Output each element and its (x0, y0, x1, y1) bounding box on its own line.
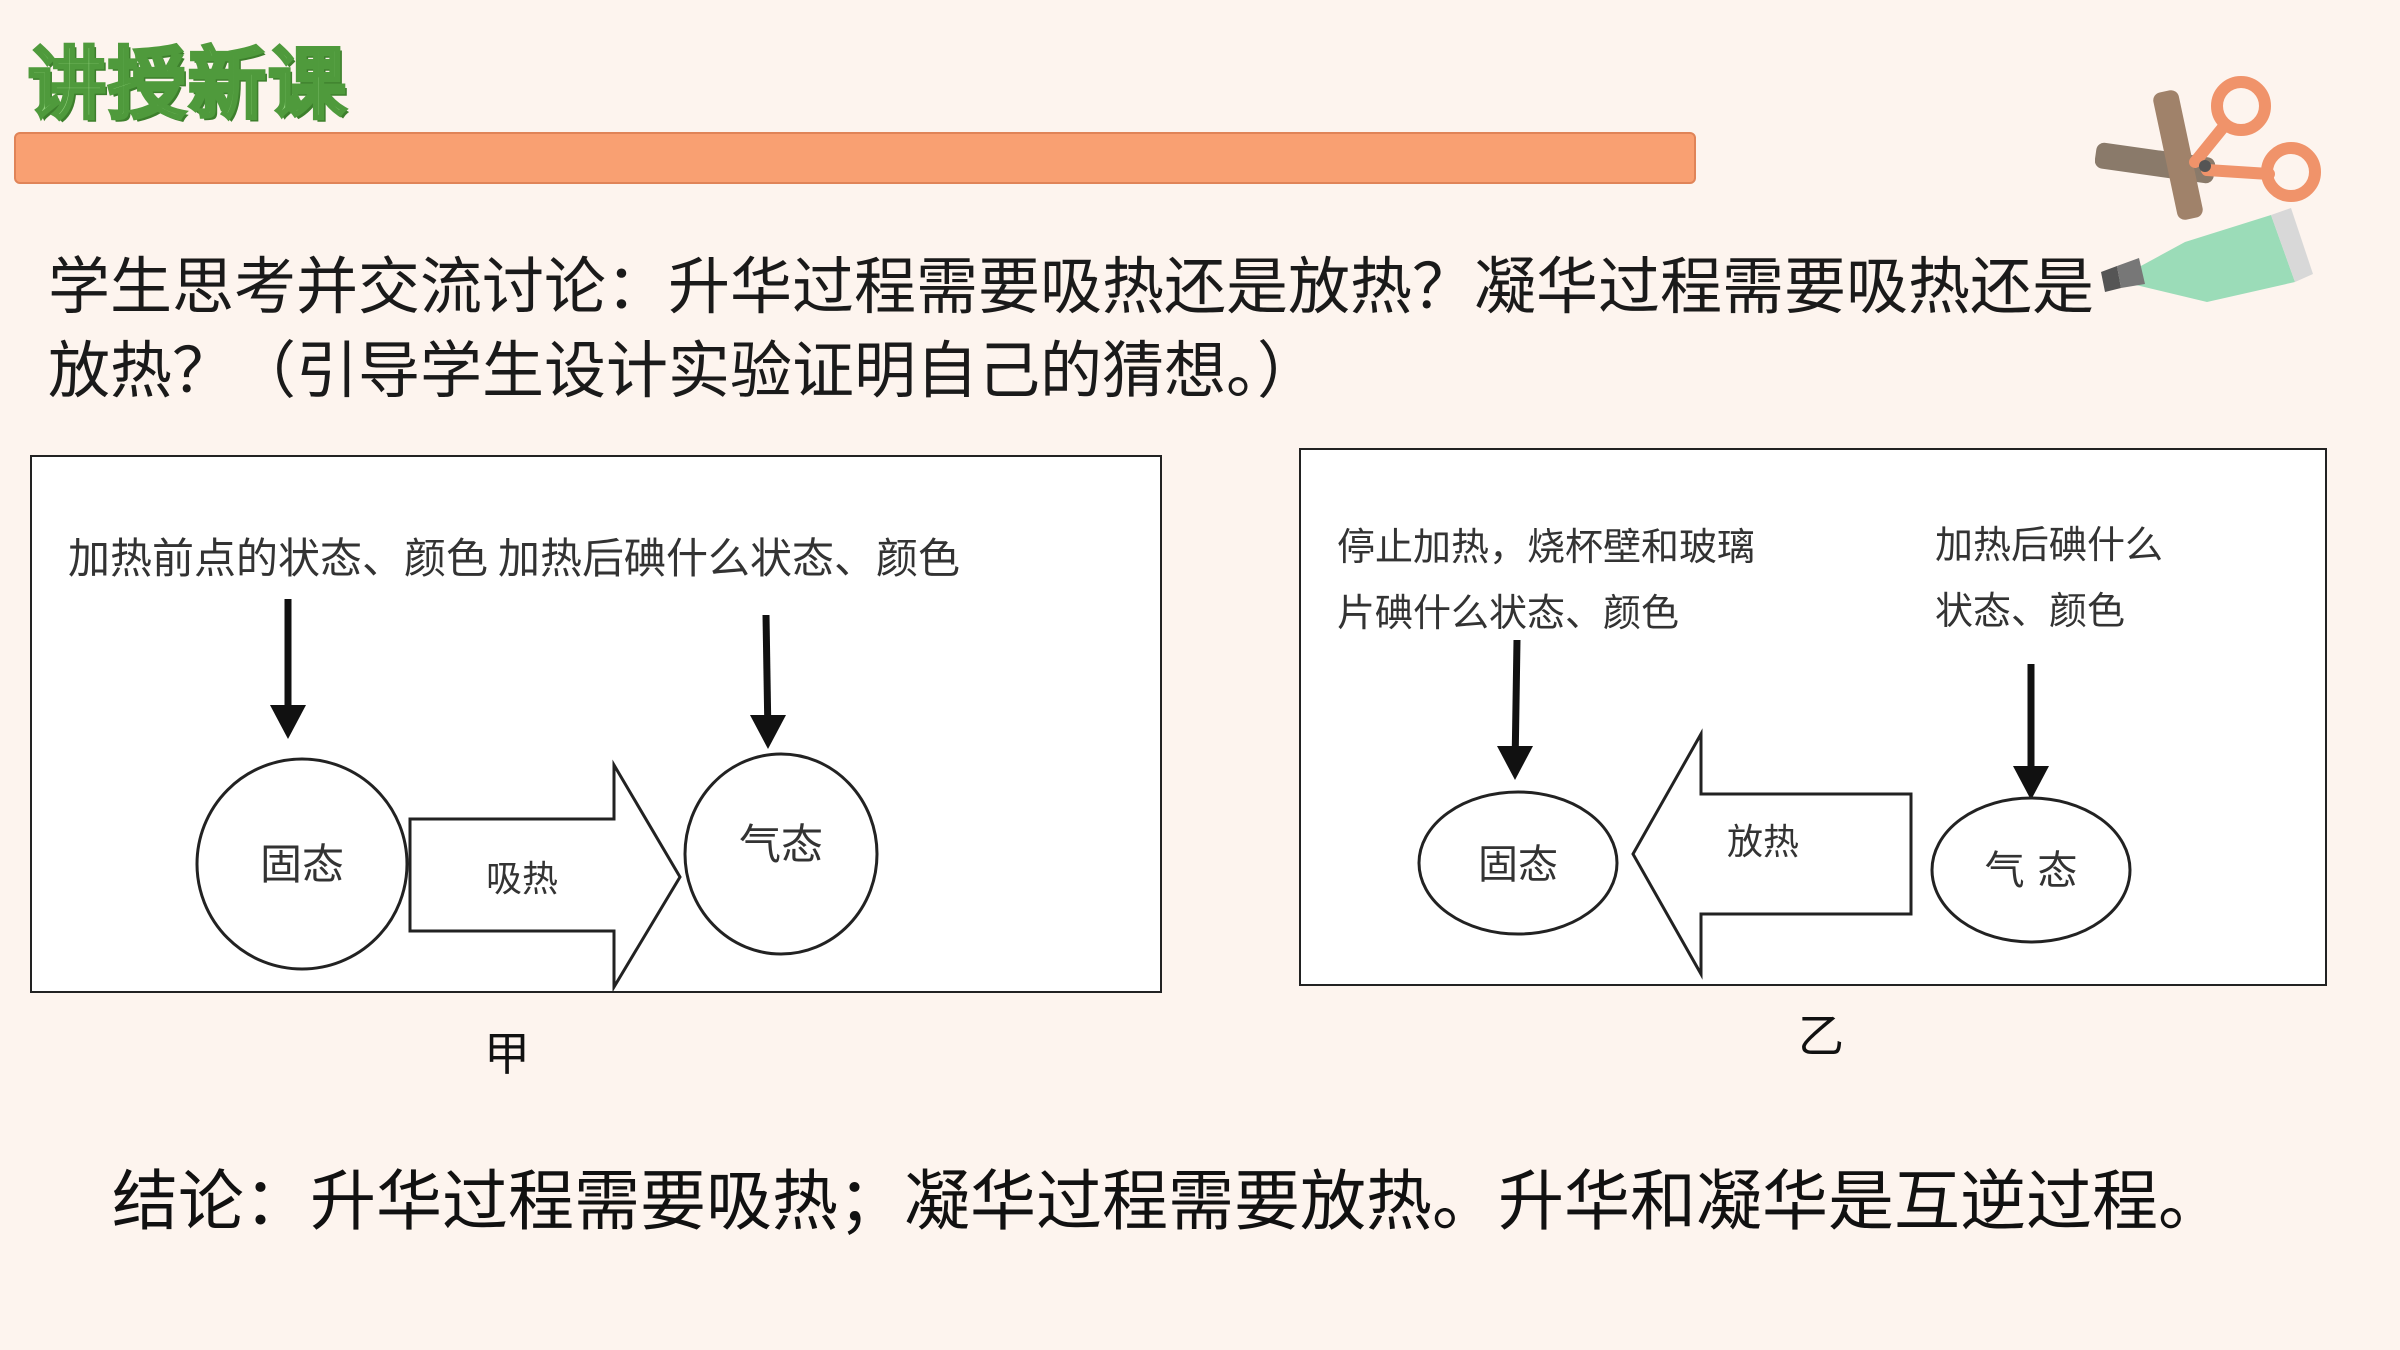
craft-tools-icon (2095, 76, 2321, 302)
pointer-arrowhead-solid (270, 705, 306, 739)
node-gas-label: 气态 (739, 820, 823, 869)
label-after-heating-line1: 加热后碘什么 (1935, 523, 2163, 567)
label-before-heating: 加热前点的状态、颜色 (68, 534, 488, 583)
pointer-arrowhead-gas (750, 715, 786, 749)
label-stop-heating-line1: 停止加热，烧杯壁和玻璃 (1337, 525, 1755, 569)
label-after-heating-line2: 状态、颜色 (1935, 589, 2125, 633)
diagram-yi-caption: 乙 (1798, 1009, 1844, 1063)
discussion-question: 学生思考并交流讨论：升华过程需要吸热还是放热？凝华过程需要吸热还是放热？（引导学… (48, 250, 2095, 407)
node-solid-circle (195, 757, 409, 971)
label-after-heating: 加热后碘什么状态、颜色 (498, 534, 960, 583)
node-solid-label: 固态 (1478, 842, 1558, 888)
conclusion-text: 结论：升华过程需要吸热；凝华过程需要放热。升华和凝华是互逆过程。 (112, 1163, 2224, 1240)
node-solid-label: 固态 (260, 840, 344, 889)
paint-tube-icon (2101, 208, 2313, 302)
node-gas-circle (683, 752, 879, 956)
release-heat-arrow (1631, 728, 1913, 980)
title-underline-bar (14, 132, 1696, 184)
node-gas-ellipse (1930, 796, 2132, 944)
absorb-heat-arrow (408, 759, 682, 991)
label-stop-heating-line2: 片碘什么状态、颜色 (1337, 591, 1679, 635)
scissors-icon (2095, 76, 2321, 220)
diagram-jia-caption: 甲 (484, 1027, 530, 1081)
diagram-yi-panel: 停止加热，烧杯壁和玻璃 片碘什么状态、颜色 加热后碘什么 状态、颜色 固态 放热… (1299, 448, 2327, 986)
diagram-jia-svg: 加热前点的状态、颜色 加热后碘什么状态、颜色 固态 吸热 气态 (68, 534, 960, 991)
node-gas-label: 气 态 (1985, 848, 2078, 894)
pointer-arrowhead-solid (1497, 746, 1533, 780)
pointer-arrowhead-gas (2013, 766, 2049, 800)
absorb-heat-label: 吸热 (486, 859, 558, 900)
diagram-jia-panel: 加热前点的状态、颜色 加热后碘什么状态、颜色 固态 吸热 气态 (30, 455, 1162, 993)
release-heat-label: 放热 (1727, 822, 1799, 863)
node-solid-ellipse (1417, 790, 1619, 936)
diagram-yi-svg: 停止加热，烧杯壁和玻璃 片碘什么状态、颜色 加热后碘什么 状态、颜色 固态 放热… (1337, 523, 2163, 980)
slide-title: 讲授新课 (26, 39, 349, 132)
